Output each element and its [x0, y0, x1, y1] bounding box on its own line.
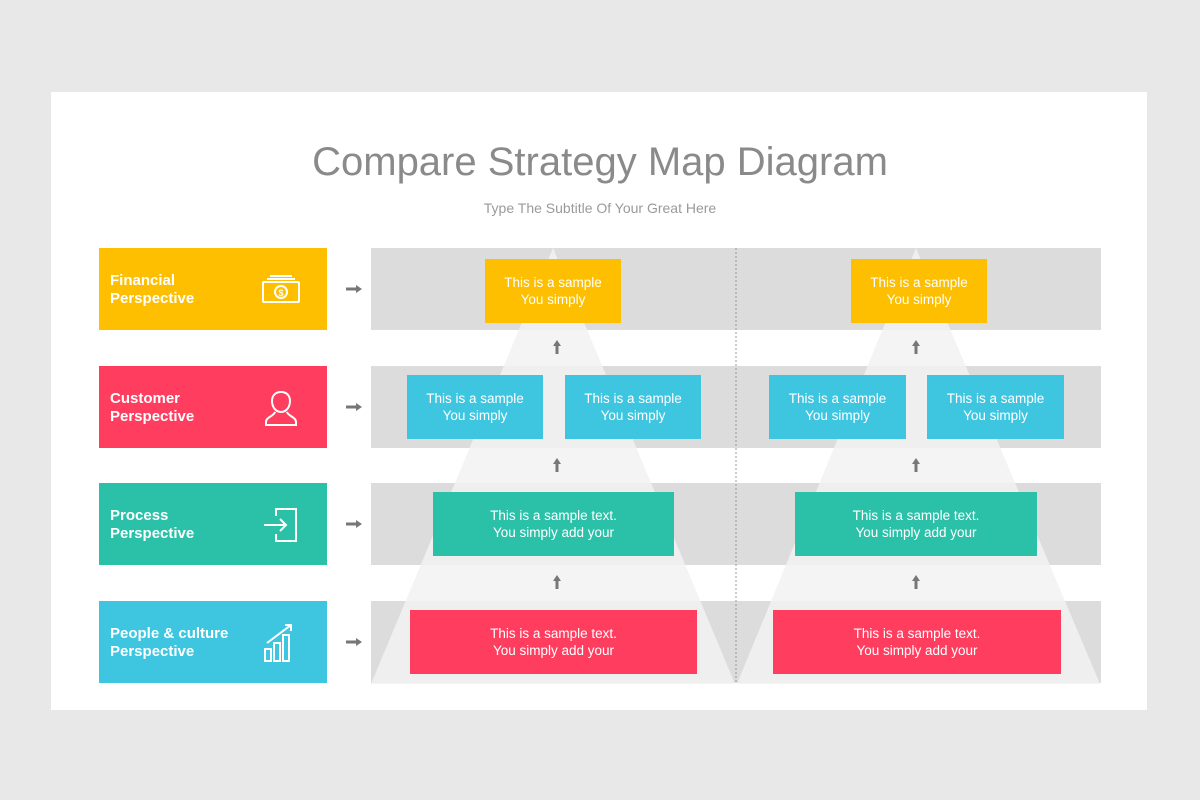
sample-text-box: This is a sample text. You simply add yo…: [433, 492, 674, 556]
arrow-right-icon: [346, 285, 362, 293]
box-line2: You simply add your: [492, 643, 615, 658]
arrow-up-icon: [912, 340, 920, 354]
box-line2: You simply: [442, 408, 508, 423]
sample-text-box: This is a sample text. You simply add yo…: [795, 492, 1037, 556]
sample-text-box: This is a sample text. You simply add yo…: [773, 610, 1061, 674]
box-line1: This is a sample: [584, 391, 682, 406]
perspective-line2: Perspective: [110, 525, 195, 542]
arrow-right-icon: [346, 403, 362, 411]
box-line1: This is a sample text.: [490, 626, 617, 641]
box-line1: This is a sample: [504, 275, 602, 290]
box-line1: This is a sample: [946, 391, 1045, 406]
arrow-up-icon: [553, 575, 561, 589]
sample-text-box: This is a sample You simply: [407, 375, 543, 439]
perspective-label: Customer Perspective: [99, 366, 327, 448]
box-line2: You simply add your: [855, 525, 977, 540]
box-line1: This is a sample: [788, 391, 887, 406]
box-line2: You simply add your: [492, 525, 615, 540]
page-subtitle: Type The Subtitle Of Your Great Here: [483, 200, 717, 216]
sample-text-box: This is a sample text. You simply add yo…: [410, 610, 697, 674]
box-line2: You simply: [520, 292, 586, 307]
box-line2: You simply add your: [856, 643, 978, 658]
arrow-up-icon: [553, 340, 561, 354]
perspective-line1: Financial: [110, 272, 176, 289]
sample-text-box: This is a sample You simply: [927, 375, 1064, 439]
box-line1: This is a sample text.: [490, 508, 617, 523]
sample-text-box: This is a sample You simply: [565, 375, 701, 439]
sample-text-box: This is a sample You simply: [485, 259, 621, 323]
box-line1: This is a sample text.: [853, 626, 981, 641]
perspective-line2: Perspective: [110, 408, 195, 425]
money-icon: $: [261, 270, 301, 310]
arrow-up-icon: [912, 575, 920, 589]
perspective-label: Financial Perspective $: [99, 248, 327, 330]
perspective-label: Process Perspective: [99, 483, 327, 565]
box-line1: This is a sample: [870, 275, 968, 290]
arrow-right-icon: [346, 520, 362, 528]
perspective-line2: Perspective: [110, 290, 195, 307]
user-icon: [261, 388, 301, 428]
svg-text:$: $: [278, 288, 283, 298]
page-title: Compare Strategy Map Diagram: [312, 140, 888, 184]
perspective-line2: Perspective: [110, 643, 195, 660]
box-line2: You simply: [600, 408, 666, 423]
sample-text-box: This is a sample You simply: [851, 259, 987, 323]
box-line2: You simply: [963, 408, 1028, 423]
sample-text-box: This is a sample You simply: [769, 375, 906, 439]
perspective-line1: People & culture: [110, 625, 229, 642]
arrow-up-icon: [912, 458, 920, 472]
perspective-line1: Process: [110, 507, 169, 524]
login-icon: [261, 505, 301, 545]
box-line1: This is a sample: [426, 391, 524, 406]
perspective-line1: Customer: [110, 390, 181, 407]
box-line1: This is a sample text.: [852, 508, 980, 523]
arrow-up-icon: [553, 458, 561, 472]
pyramid-left: [371, 248, 735, 684]
pyramid-right: [737, 248, 1100, 684]
box-line2: You simply: [886, 292, 952, 307]
perspective-label: People & culture Perspective: [99, 601, 327, 683]
arrow-right-icon: [346, 638, 362, 646]
box-line2: You simply: [805, 408, 870, 423]
growth-chart-icon: [261, 623, 301, 663]
